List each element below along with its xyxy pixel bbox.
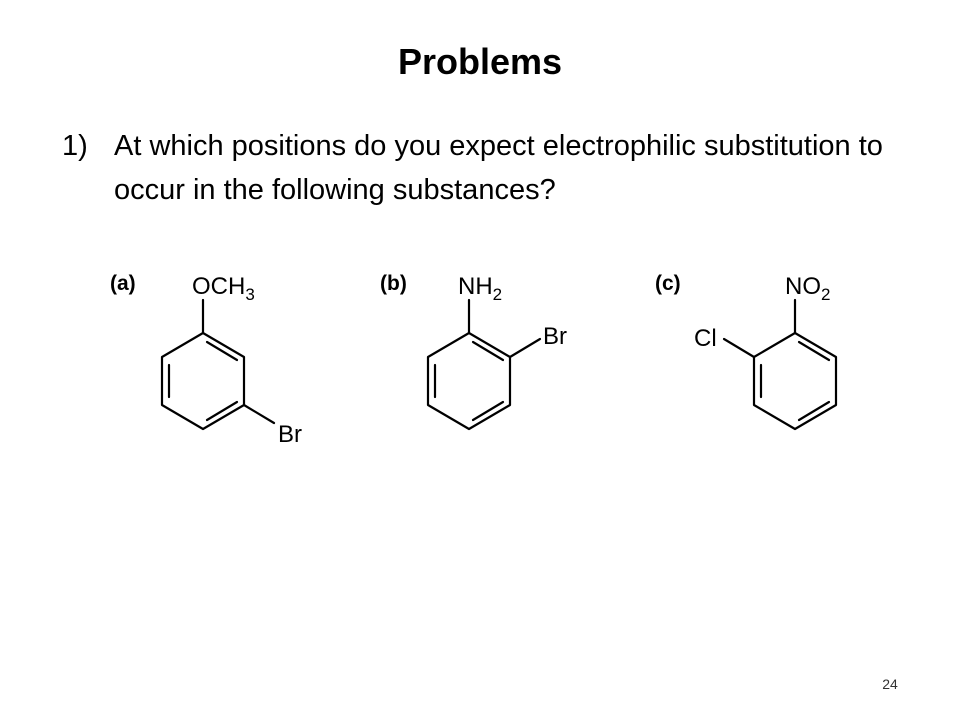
question-number: 1) (62, 130, 88, 162)
molecule-b-structure (426, 298, 542, 431)
molecule-c-structure (722, 298, 838, 431)
molecule-a-structure (160, 298, 276, 431)
molecule-a-label: (a) (110, 272, 136, 295)
slide-title: Problems (397, 41, 563, 82)
molecule-b-top-group: NH2 (458, 273, 502, 304)
molecule-b-substituent: Br (543, 323, 567, 350)
molecule-a-substituent: Br (278, 421, 302, 448)
molecule-c-top-group: NO2 (785, 273, 830, 304)
molecule-a-top-group: OCH3 (192, 273, 255, 304)
molecule-b-label: (b) (380, 272, 407, 295)
question-text: At which positions do you expect electro… (114, 130, 883, 206)
molecule-c-label: (c) (655, 272, 681, 295)
molecule-c-substituent: Cl (694, 325, 717, 352)
molecule-structures: (a) OCH3 Br (b) NH2 Br (c) NO2 Cl (110, 272, 838, 448)
page-number: 24 (882, 676, 898, 692)
